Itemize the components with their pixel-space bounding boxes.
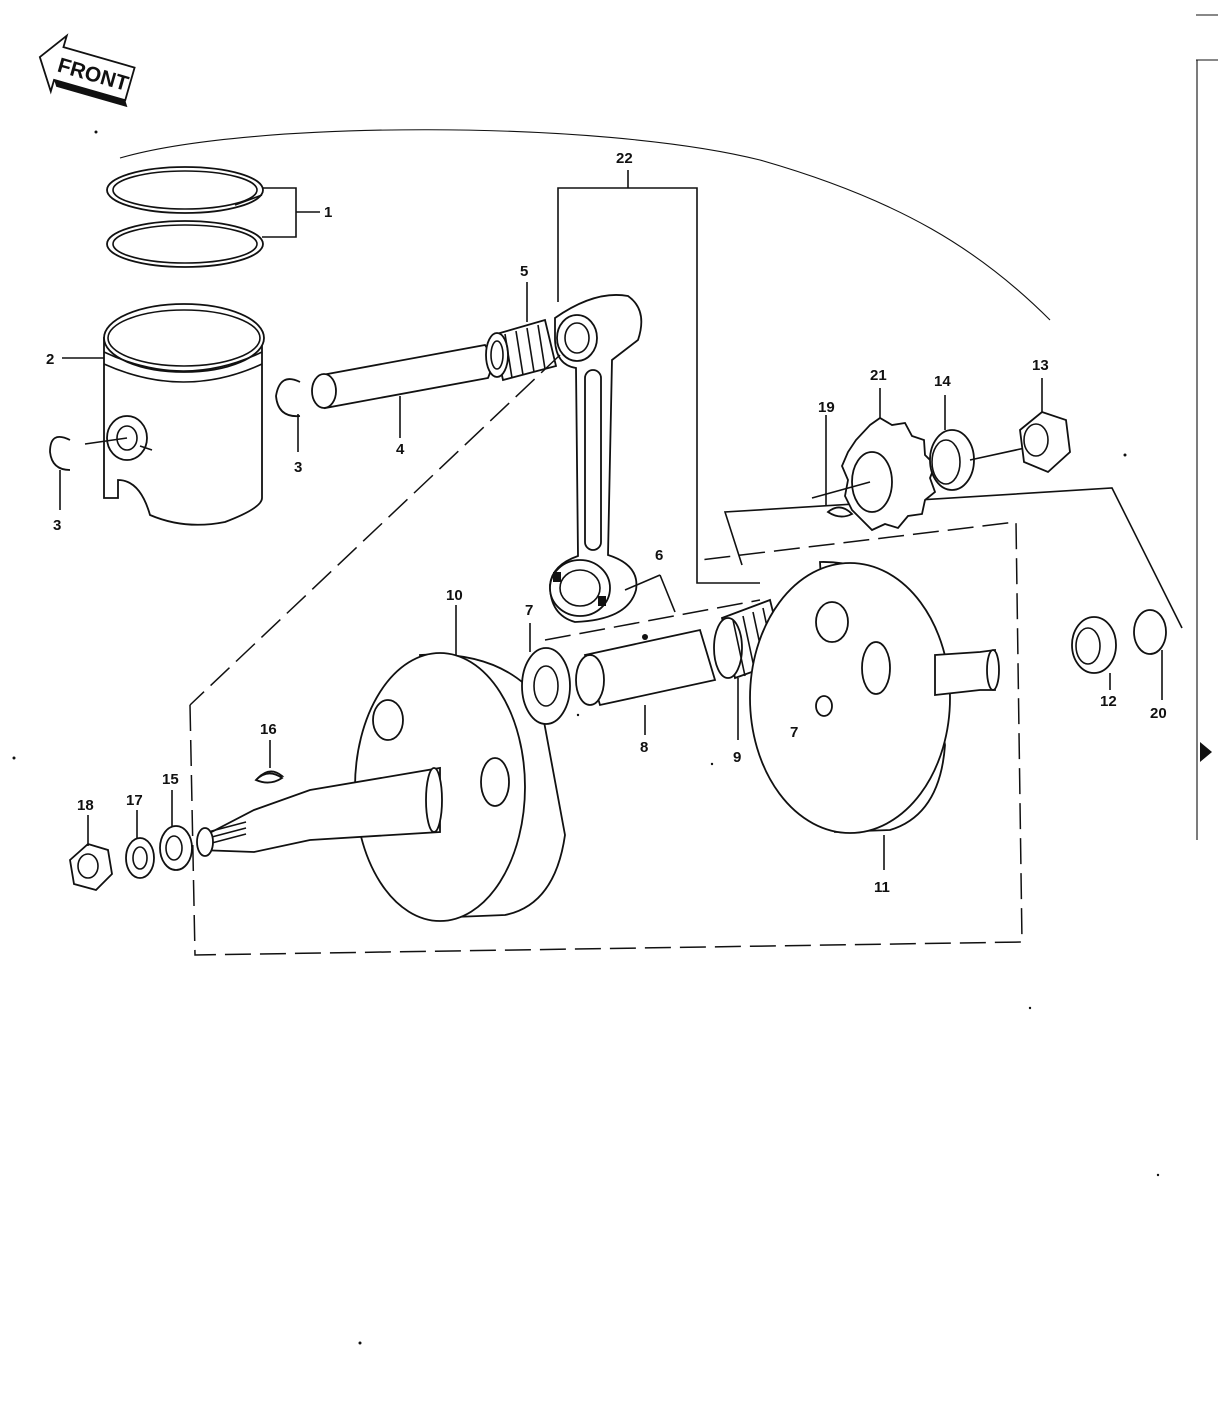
piston-pin bbox=[311, 344, 493, 438]
washer-15 bbox=[159, 790, 193, 871]
label-7b: 7 bbox=[790, 724, 798, 741]
label-20: 20 bbox=[1150, 705, 1167, 722]
print-specks bbox=[12, 130, 1160, 1345]
oil-seal-12 bbox=[1071, 616, 1117, 690]
part-labels: 1 2 3 3 4 5 6 7 7 8 9 10 11 12 13 14 15 … bbox=[46, 150, 1167, 896]
label-22: 22 bbox=[616, 150, 633, 167]
label-12: 12 bbox=[1100, 693, 1117, 710]
small-end-bearing bbox=[485, 282, 558, 382]
label-8: 8 bbox=[640, 739, 648, 756]
nut-18 bbox=[69, 815, 113, 892]
label-4: 4 bbox=[396, 441, 405, 458]
label-14: 14 bbox=[934, 373, 951, 390]
label-18: 18 bbox=[77, 797, 94, 814]
label-17: 17 bbox=[126, 792, 143, 809]
crankpin bbox=[575, 628, 717, 735]
label-3b: 3 bbox=[294, 459, 302, 476]
assembly-bracket bbox=[557, 170, 760, 584]
label-16: 16 bbox=[260, 721, 277, 738]
washer-14 bbox=[929, 395, 1026, 491]
label-2: 2 bbox=[46, 351, 54, 368]
assembly-dashes bbox=[189, 354, 1023, 956]
lock-washer-17 bbox=[125, 810, 155, 879]
circlip-20 bbox=[1133, 609, 1167, 700]
connecting-rod bbox=[549, 294, 676, 623]
outline-curve bbox=[119, 129, 1051, 321]
front-arrow: FRONT bbox=[38, 33, 136, 108]
nut-13 bbox=[1019, 378, 1071, 474]
piston-rings bbox=[106, 166, 320, 268]
label-3a: 3 bbox=[53, 517, 61, 534]
label-1: 1 bbox=[324, 204, 332, 221]
woodruff-key-16 bbox=[254, 740, 284, 784]
label-13: 13 bbox=[1032, 357, 1049, 374]
label-11: 11 bbox=[874, 879, 890, 896]
left-flywheel bbox=[196, 605, 566, 922]
label-5: 5 bbox=[520, 263, 528, 280]
label-19: 19 bbox=[818, 399, 835, 416]
page-edge-marks bbox=[1196, 14, 1218, 840]
label-15: 15 bbox=[162, 771, 179, 788]
label-10: 10 bbox=[446, 587, 463, 604]
piston bbox=[62, 303, 265, 526]
circlips bbox=[49, 378, 301, 510]
right-flywheel bbox=[749, 561, 1000, 870]
label-9: 9 bbox=[733, 749, 741, 766]
label-7a: 7 bbox=[525, 602, 533, 619]
drive-gear bbox=[811, 388, 937, 532]
label-6: 6 bbox=[655, 547, 663, 564]
label-21: 21 bbox=[870, 367, 887, 384]
